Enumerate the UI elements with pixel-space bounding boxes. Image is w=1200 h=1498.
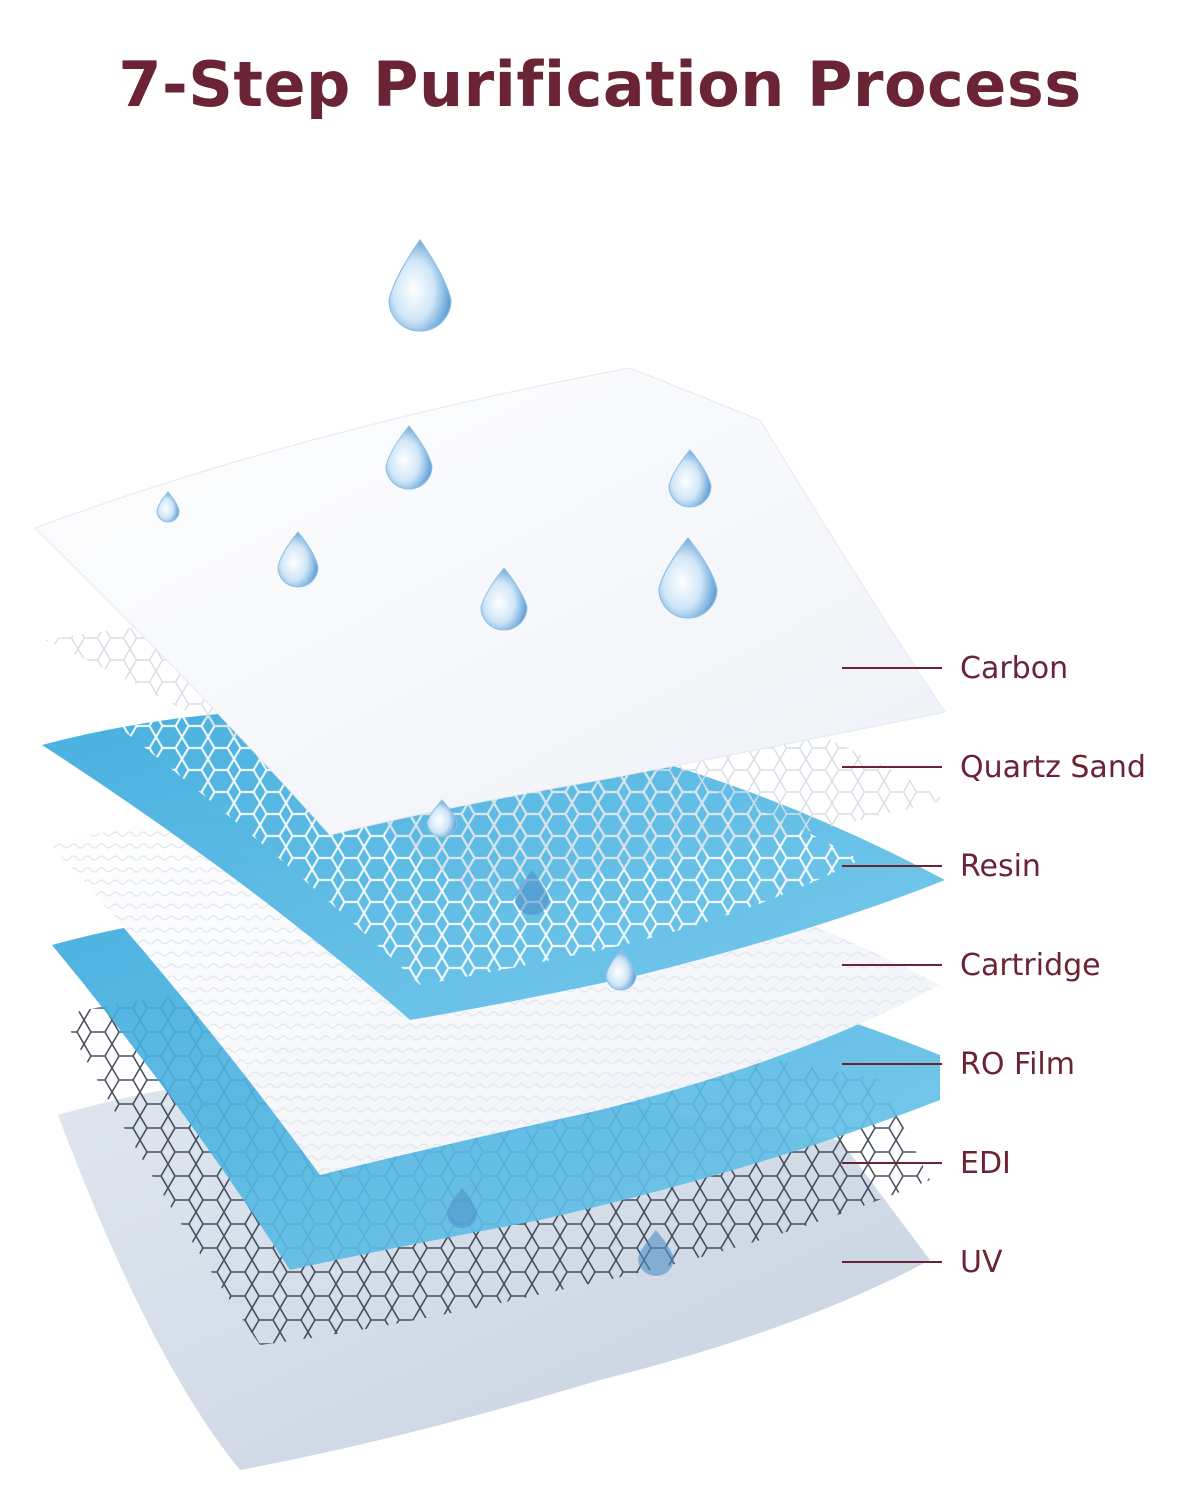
- water-drop-icon: [156, 491, 180, 523]
- leader-line: [842, 1261, 942, 1263]
- water-drop-icon: [385, 425, 433, 490]
- leader-line: [842, 766, 942, 768]
- water-drop-icon: [638, 1230, 674, 1276]
- layer-label-edi: EDI: [842, 1143, 1011, 1183]
- water-drop-icon: [480, 567, 528, 631]
- layer-label-text: Carbon: [960, 650, 1069, 686]
- page-title: 7-Step Purification Process: [118, 48, 1082, 121]
- layer-label-text: UV: [960, 1244, 1003, 1280]
- leader-line: [842, 865, 942, 867]
- layer-label-text: EDI: [960, 1145, 1011, 1181]
- layer-label-ro-film: RO Film: [842, 1044, 1075, 1084]
- water-drop-icon: [668, 449, 712, 508]
- layer-label-uv: UV: [842, 1242, 1002, 1282]
- layer-label-text: Cartridge: [960, 947, 1101, 983]
- leader-line: [842, 667, 942, 669]
- layer-label-text: Quartz Sand: [960, 749, 1146, 785]
- water-drop-icon: [658, 537, 718, 619]
- layer-label-carbon: Carbon: [842, 648, 1068, 688]
- leader-line: [842, 1063, 942, 1065]
- water-drop-icon: [605, 949, 637, 991]
- layer-label-quartz-sand: Quartz Sand: [842, 747, 1146, 787]
- layer-label-cartridge: Cartridge: [842, 945, 1101, 985]
- water-drop-icon: [447, 1188, 477, 1228]
- leader-line: [842, 964, 942, 966]
- water-drop-icon: [515, 870, 549, 915]
- leader-line: [842, 1162, 942, 1164]
- water-drop-icon: [388, 238, 452, 332]
- layer-label-resin: Resin: [842, 846, 1041, 886]
- layer-label-text: Resin: [960, 848, 1041, 884]
- water-drop-icon: [426, 799, 458, 838]
- layer-label-text: RO Film: [960, 1046, 1075, 1082]
- water-drop-icon: [277, 531, 319, 588]
